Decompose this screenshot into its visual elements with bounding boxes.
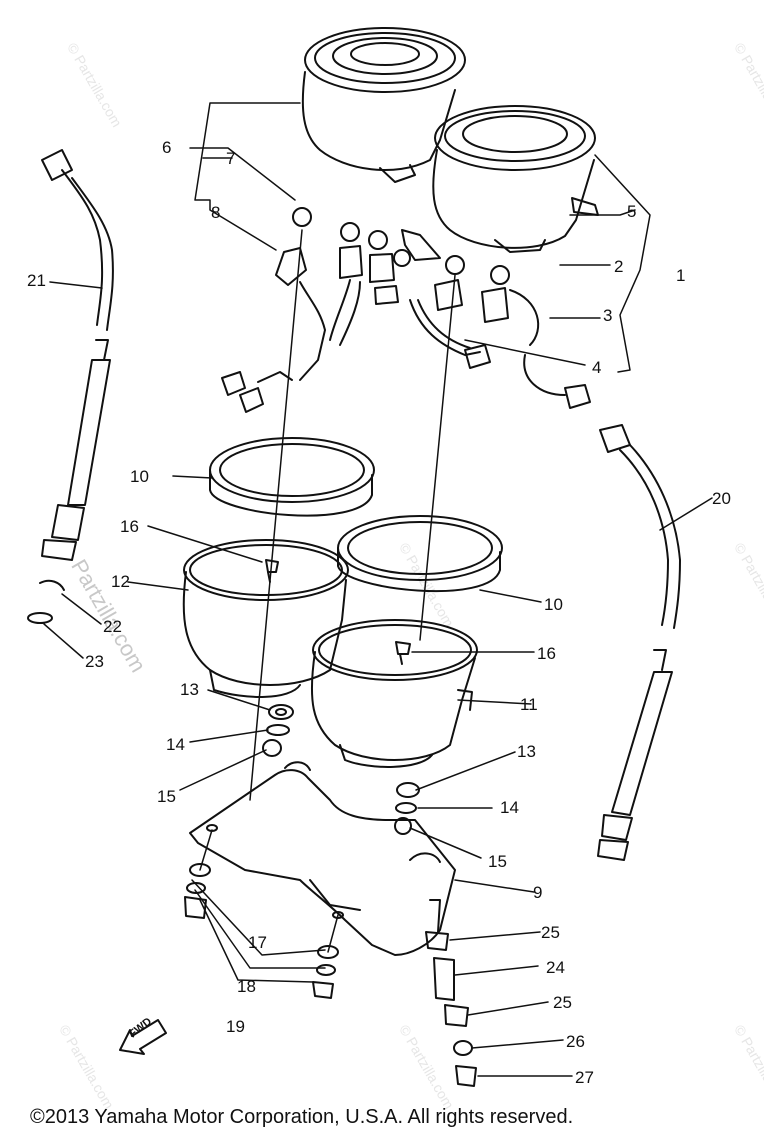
callout-15-right: 15 — [488, 852, 507, 871]
callout-20: 20 — [712, 489, 731, 508]
callout-18: 18 — [237, 977, 256, 996]
callout-2: 2 — [614, 257, 624, 276]
callout-25-lower: 25 — [553, 993, 572, 1012]
callout-6: 6 — [162, 138, 172, 157]
meter-left — [301, 27, 466, 183]
callout-25-upper: 25 — [541, 923, 560, 942]
callout-12: 12 — [111, 572, 130, 591]
callout-9: 9 — [533, 883, 543, 902]
callout-7: 7 — [226, 149, 236, 168]
copyright-notice: ©2013 Yamaha Motor Corporation, U.S.A. A… — [30, 1106, 574, 1128]
meter-right — [432, 105, 599, 253]
callout-11: 11 — [520, 695, 538, 714]
callout-23: 23 — [85, 652, 104, 671]
callout-1: 1 — [676, 266, 686, 285]
callout-10-upper: 10 — [130, 467, 149, 486]
ring-upper — [209, 437, 375, 517]
fwd-arrow-icon — [119, 1019, 167, 1055]
callout-26: 26 — [566, 1032, 585, 1051]
callout-16-right: 16 — [537, 644, 556, 663]
callout-13-left: 13 — [180, 680, 199, 699]
case-right — [310, 619, 478, 768]
cable-right — [597, 424, 681, 861]
wiring-harness — [221, 207, 591, 413]
callout-22: 22 — [103, 617, 122, 636]
callout-15-left: 15 — [157, 787, 176, 806]
callout-21: 21 — [27, 271, 46, 290]
ring-lower — [337, 515, 503, 593]
leader-lines-upper — [189, 102, 651, 801]
callout-4: 4 — [592, 358, 602, 377]
callout-16-left: 16 — [120, 517, 139, 536]
callout-24: 24 — [546, 958, 565, 977]
callout-leaders — [43, 281, 713, 1077]
callout-5: 5 — [627, 202, 637, 221]
callout-8: 8 — [211, 203, 221, 222]
case-left — [182, 539, 349, 698]
hardware-small — [27, 579, 477, 1087]
callout-27: 27 — [575, 1068, 594, 1087]
screws — [265, 559, 411, 665]
callout-14-left: 14 — [166, 735, 185, 754]
callout-13-right: 13 — [517, 742, 536, 761]
callout-10-lower: 10 — [544, 595, 563, 614]
callout-19: 19 — [226, 1017, 245, 1036]
callout-3: 3 — [603, 306, 613, 325]
callout-17: 17 — [248, 933, 267, 952]
cable-left — [41, 149, 114, 561]
callout-14-right: 14 — [500, 798, 519, 817]
bracket — [189, 761, 456, 956]
leader-lines-lower — [191, 829, 339, 983]
